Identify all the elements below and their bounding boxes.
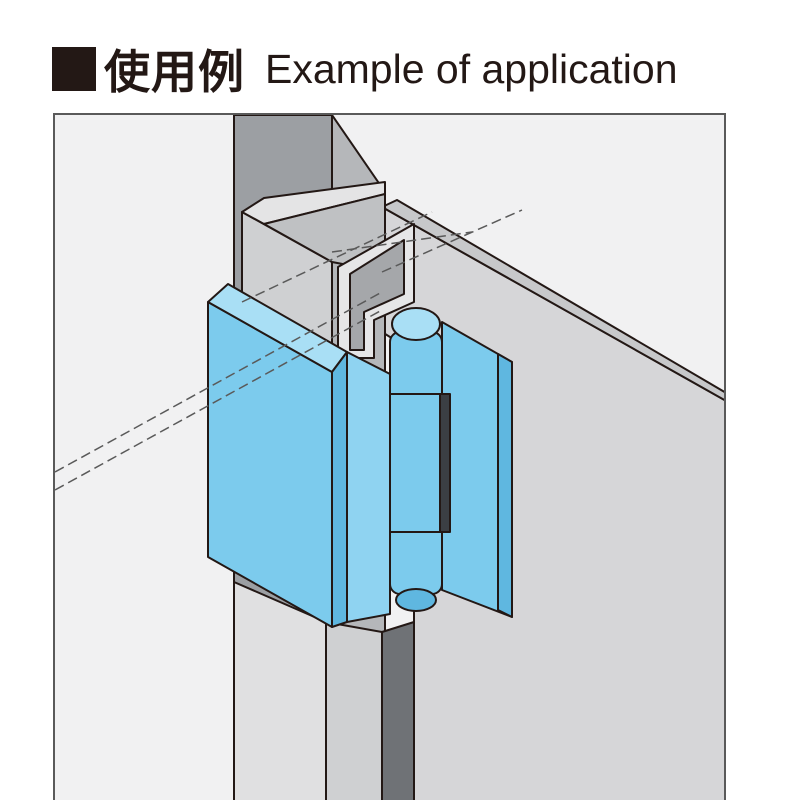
hidden-line-1: [55, 291, 383, 473]
hinge-knuckle-slot: [439, 393, 451, 533]
frame-lower-mid: [325, 621, 383, 800]
hidden-line-2: [55, 309, 383, 491]
door-panel-top-edge: [381, 199, 724, 401]
hinge-illustration: [55, 115, 724, 800]
frame-tube-top: [241, 181, 386, 225]
hidden-line-3: [241, 211, 433, 303]
frame-gap: [381, 621, 415, 800]
title-english: Example of application: [265, 45, 678, 92]
illustration-frame: [53, 113, 726, 800]
square-bullet-icon: [52, 47, 96, 91]
hidden-line-4: [381, 209, 523, 273]
hinge-leaf-left-front: [346, 351, 391, 623]
title-japanese: 使用例: [104, 45, 245, 99]
hidden-line-5: [331, 231, 473, 253]
frame-lower-left: [233, 581, 327, 800]
hinge-leaf-right-side: [497, 353, 513, 618]
hinge-pin-cap: [391, 307, 441, 341]
hinge-knuckle: [389, 331, 443, 595]
section-heading: 使用例 Example of application: [52, 34, 678, 104]
hinge-leaf-left-side: [331, 351, 348, 628]
hinge-pin-bottom: [395, 588, 437, 612]
